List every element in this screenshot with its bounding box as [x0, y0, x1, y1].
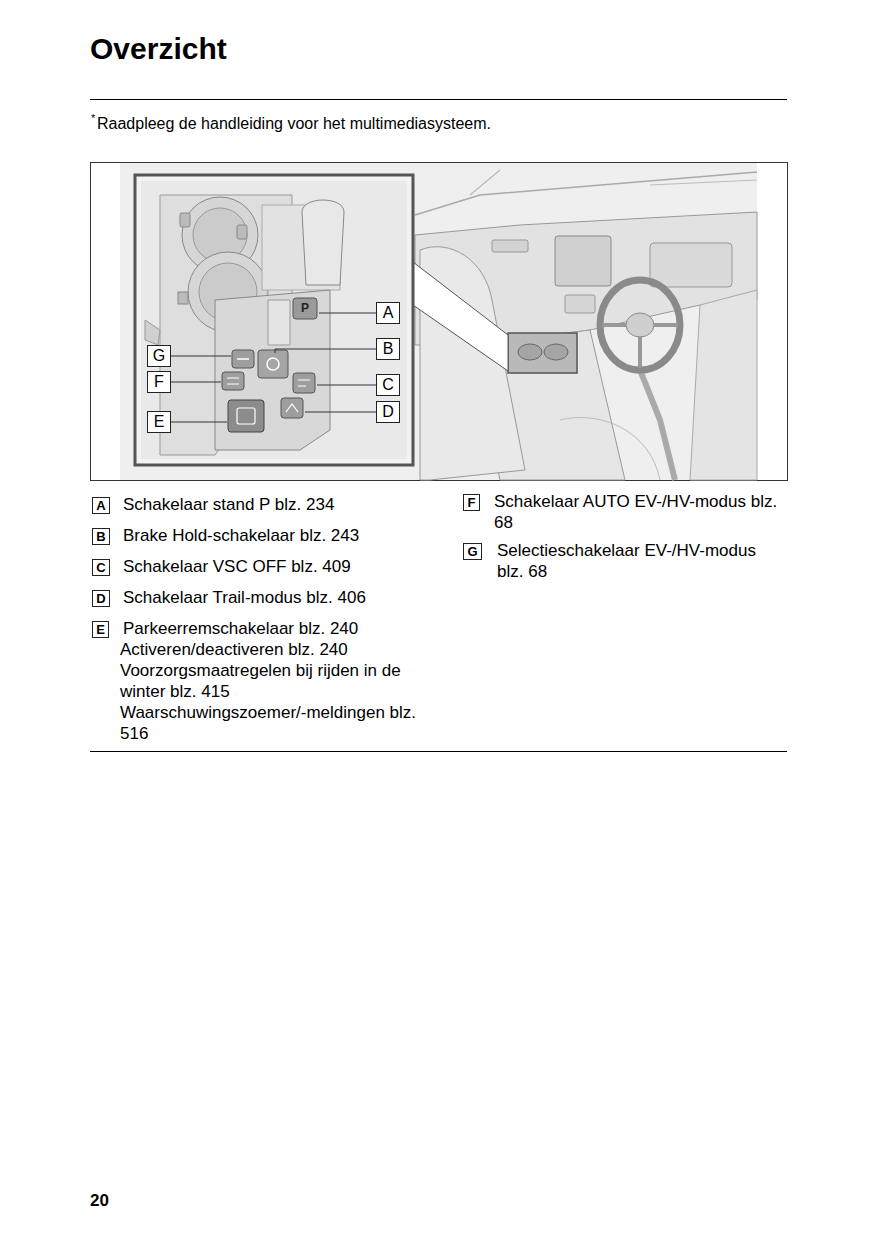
rect-shape: [237, 225, 247, 239]
path-shape: [298, 380, 310, 386]
key-letter-box: D: [92, 590, 110, 607]
letter: F: [468, 494, 476, 511]
ellipse-shape: [544, 344, 568, 360]
trail-mode-button: [281, 398, 303, 418]
item-description: Voorzorgsmaatregelen bij rijden in de wi…: [120, 660, 420, 702]
letter: A: [96, 497, 105, 514]
leader-lines: [171, 313, 376, 422]
line-shape: [171, 382, 221, 383]
rect-shape: [555, 236, 611, 286]
path-shape: [286, 404, 298, 412]
letter: A: [383, 302, 394, 324]
key-letter-box: E: [92, 621, 109, 638]
line-shape: [171, 356, 231, 357]
polygon-shape: [413, 262, 508, 371]
circle-shape: [267, 358, 279, 370]
letter: E: [154, 411, 165, 433]
item-description: Parkeerremschakelaar blz. 240: [123, 618, 453, 639]
item-description: Selectieschakelaar EV-/HV-modus blz. 68: [497, 540, 785, 582]
line-shape: [319, 313, 376, 314]
line-shape: [171, 422, 227, 423]
callout-letter: D: [376, 401, 400, 423]
ev-mode-button: [232, 350, 254, 368]
interior-illustration: [91, 163, 788, 481]
top-rule: [90, 99, 787, 100]
key-letter-box: F: [463, 494, 480, 511]
path-shape: [415, 172, 757, 215]
rect-shape: [565, 295, 595, 313]
ellipse-shape: [600, 280, 680, 370]
rect-shape: [508, 333, 577, 373]
letter: B: [96, 528, 105, 545]
rect-shape: [141, 181, 407, 459]
path-shape: [302, 200, 344, 285]
item-description: Schakelaar stand P blz. 234: [123, 494, 453, 515]
callout-letter: F: [147, 371, 171, 393]
line-shape: [305, 412, 376, 413]
page-number: 20: [90, 1190, 109, 1211]
item-description: Schakelaar AUTO EV-/HV-modus blz. 68: [494, 491, 779, 533]
rect-shape: [120, 163, 757, 480]
page-title: Overzicht: [90, 31, 227, 67]
rect-shape: [650, 243, 732, 287]
item-description: Activeren/deactiveren blz. 240: [120, 639, 420, 660]
item-description: Brake Hold-schakelaar blz. 243: [123, 525, 453, 546]
letter: G: [153, 345, 165, 367]
p-button: [293, 298, 317, 319]
item-description: Schakelaar VSC OFF blz. 409: [123, 556, 453, 577]
rect-shape: [135, 175, 413, 465]
key-letter-box: G: [463, 543, 482, 560]
item-description: Schakelaar Trail-modus blz. 406: [123, 587, 453, 608]
rect-shape: [492, 240, 528, 252]
key-letter-box: B: [92, 528, 110, 545]
ellipse-shape: [518, 344, 542, 360]
path-shape: [215, 290, 330, 450]
path-shape: [145, 320, 160, 345]
letter: D: [96, 590, 105, 607]
letter: E: [96, 621, 105, 638]
key-letter-box: C: [92, 559, 110, 576]
item-description: Waarschuwingszoemer/-meldingen blz. 516: [120, 702, 420, 744]
parking-brake-button: [228, 400, 264, 432]
bottom-rule: [90, 751, 787, 752]
letter: G: [467, 543, 477, 560]
path-shape: [560, 418, 660, 481]
path-shape: [640, 370, 675, 480]
brake-hold-button: [258, 350, 288, 378]
rect-shape: [91, 163, 788, 481]
auto-ev-button: [222, 372, 244, 390]
key-letter-box: A: [92, 497, 110, 514]
path-shape: [470, 170, 500, 195]
letter: C: [96, 559, 105, 576]
rect-shape: [237, 408, 255, 424]
path-shape: [602, 325, 678, 368]
letter: B: [383, 338, 394, 360]
ellipse-shape: [626, 313, 654, 337]
callout-letter: B: [376, 338, 400, 360]
path-shape: [650, 180, 757, 185]
button-symbol: P: [293, 299, 317, 318]
line-shape: [317, 385, 376, 386]
vsc-off-button: [293, 373, 315, 393]
callout-letter: E: [147, 411, 171, 433]
callout-letter: C: [376, 374, 400, 396]
path-shape: [690, 290, 757, 480]
rect-shape: [178, 292, 188, 304]
rect-shape: [180, 213, 190, 227]
path-shape: [237, 358, 249, 360]
polyline-shape: [275, 349, 376, 353]
callout-letter: G: [147, 345, 171, 367]
path-shape: [268, 300, 290, 345]
letter: D: [382, 401, 394, 423]
letter: F: [154, 371, 164, 393]
path-shape: [227, 378, 239, 384]
note-asterisk: *: [91, 112, 95, 124]
note-text: Raadpleeg de handleiding voor het multim…: [97, 113, 491, 134]
callout-letter: A: [376, 302, 400, 324]
letter: C: [382, 374, 394, 396]
